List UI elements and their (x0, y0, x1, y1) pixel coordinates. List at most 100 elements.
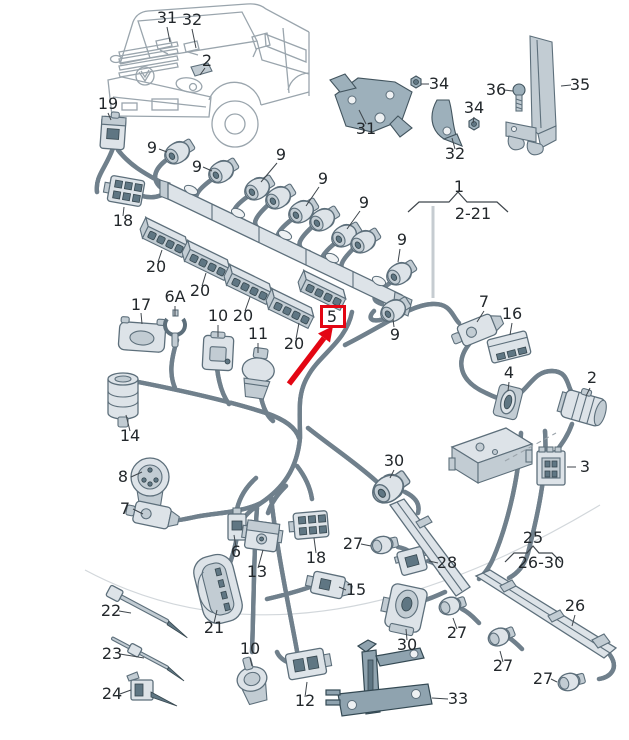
part-26-rail (474, 569, 618, 659)
callout-20-a[interactable]: 20 (146, 257, 166, 276)
callout-9-e[interactable]: 9 (359, 193, 369, 212)
callout-34-a[interactable]: 34 (429, 74, 449, 93)
callout-6[interactable]: 6 (231, 542, 241, 561)
part-18-connector (101, 173, 146, 208)
callout-27-d[interactable]: 27 (533, 669, 553, 688)
highlight-box[interactable] (320, 305, 346, 328)
callout-6a[interactable]: 6A (164, 287, 185, 306)
callout-23[interactable]: 23 (102, 644, 122, 663)
callout-27-b[interactable]: 27 (447, 623, 467, 642)
part-16-connector (486, 330, 532, 364)
part-23-cable-tie (111, 636, 185, 682)
group-25-brace (504, 545, 562, 563)
callout-15[interactable]: 15 (346, 580, 366, 599)
callout-11[interactable]: 11 (248, 324, 268, 343)
part-15-connector (304, 570, 353, 600)
part-35-bracket (505, 35, 557, 156)
callout-9-a[interactable]: 9 (147, 138, 157, 157)
callout-17[interactable]: 17 (131, 295, 151, 314)
background-arc (84, 504, 601, 616)
leader-lines (107, 26, 591, 700)
part-27-connector-d (555, 668, 588, 694)
callout-20-b[interactable]: 20 (190, 281, 210, 300)
part-21-connector (193, 553, 243, 625)
part-17-connector (117, 316, 167, 353)
part-7-connector-left (123, 498, 182, 533)
callout-10[interactable]: 10 (208, 306, 228, 325)
part-10-connector (201, 331, 235, 372)
part-27-connector-a (368, 532, 401, 557)
part-3-connector (536, 446, 566, 486)
callout-8[interactable]: 8 (118, 467, 128, 486)
callout-group-25-range[interactable]: 26-30 (518, 553, 565, 572)
callout-27-c[interactable]: 27 (493, 656, 513, 675)
part-27-connector-b (436, 592, 469, 619)
sub-harness-channel (388, 498, 471, 597)
callout-9-b[interactable]: 9 (192, 157, 202, 176)
callout-20-d[interactable]: 20 (284, 334, 304, 353)
callout-3[interactable]: 3 (580, 457, 590, 476)
part-19-connector (99, 111, 127, 151)
vehicle-sketch (107, 3, 310, 148)
part-27-connector-c (484, 622, 518, 650)
engine-control-unit (448, 427, 534, 484)
injector-rail (159, 179, 413, 317)
part-8-connector (130, 457, 170, 515)
callout-14[interactable]: 14 (120, 426, 140, 445)
highlight-annotation[interactable]: 5 (286, 305, 346, 386)
part-18-connector-b (287, 509, 330, 541)
part-11-connector (241, 346, 275, 400)
callout-group-1-range[interactable]: 2-21 (455, 204, 491, 223)
callout-31-van[interactable]: 31 (157, 8, 177, 27)
callout-18-b[interactable]: 18 (306, 548, 326, 567)
callout-13[interactable]: 13 (247, 562, 267, 581)
callout-27-a[interactable]: 27 (343, 534, 363, 553)
callout-group-25[interactable]: 25 (523, 528, 543, 547)
callout-9-f[interactable]: 9 (397, 230, 407, 249)
callout-26[interactable]: 26 (565, 596, 585, 615)
callout-7-left[interactable]: 7 (120, 499, 130, 518)
callout-24[interactable]: 24 (102, 684, 122, 703)
callout-9-d[interactable]: 9 (318, 169, 328, 188)
callout-30-b[interactable]: 30 (397, 635, 417, 654)
callout-4[interactable]: 4 (504, 363, 514, 382)
part-12-connector (284, 647, 333, 681)
callout-36[interactable]: 36 (486, 80, 506, 99)
callout-20-c[interactable]: 20 (233, 306, 253, 325)
ecu-reference-line (504, 432, 557, 462)
part-2-connector (556, 388, 607, 427)
part-32-bracket (431, 99, 464, 147)
callout-33[interactable]: 33 (448, 689, 468, 708)
group-1-brace (407, 191, 509, 213)
callout-22[interactable]: 22 (101, 601, 121, 620)
callout-32-bracket[interactable]: 32 (445, 144, 465, 163)
callout-21[interactable]: 21 (204, 618, 224, 637)
callout-9-c[interactable]: 9 (276, 145, 286, 164)
callout-9-g[interactable]: 9 (390, 325, 400, 344)
callout-28[interactable]: 28 (437, 553, 457, 572)
part-34-nut-b (468, 117, 480, 131)
callout-2-van[interactable]: 2 (202, 51, 212, 70)
callout-35[interactable]: 35 (570, 75, 590, 94)
part-2-on-vehicle (190, 62, 213, 77)
callout-12[interactable]: 12 (295, 691, 315, 710)
callout-30-a[interactable]: 30 (384, 451, 404, 470)
callout-group-1[interactable]: 1 (454, 177, 464, 196)
part-33-bracket (325, 639, 433, 717)
callout-31-bracket[interactable]: 31 (356, 119, 376, 138)
callout-5-highlighted[interactable]: 5 (327, 307, 337, 326)
callout-32-van[interactable]: 32 (182, 10, 202, 29)
callout-16[interactable]: 16 (502, 304, 522, 323)
part-30-connector-b (380, 583, 428, 637)
callout-18[interactable]: 18 (113, 211, 133, 230)
part-4-grommet (492, 383, 524, 421)
callout-7-right[interactable]: 7 (479, 292, 489, 311)
callout-34-b[interactable]: 34 (464, 98, 484, 117)
callout-19[interactable]: 19 (98, 94, 118, 113)
part-31-bracket (329, 73, 413, 138)
callout-10-b[interactable]: 10 (240, 639, 260, 658)
part-34-nut-a (410, 75, 422, 89)
part-10-connector-b (236, 656, 268, 706)
callout-2-connector[interactable]: 2 (587, 368, 597, 387)
